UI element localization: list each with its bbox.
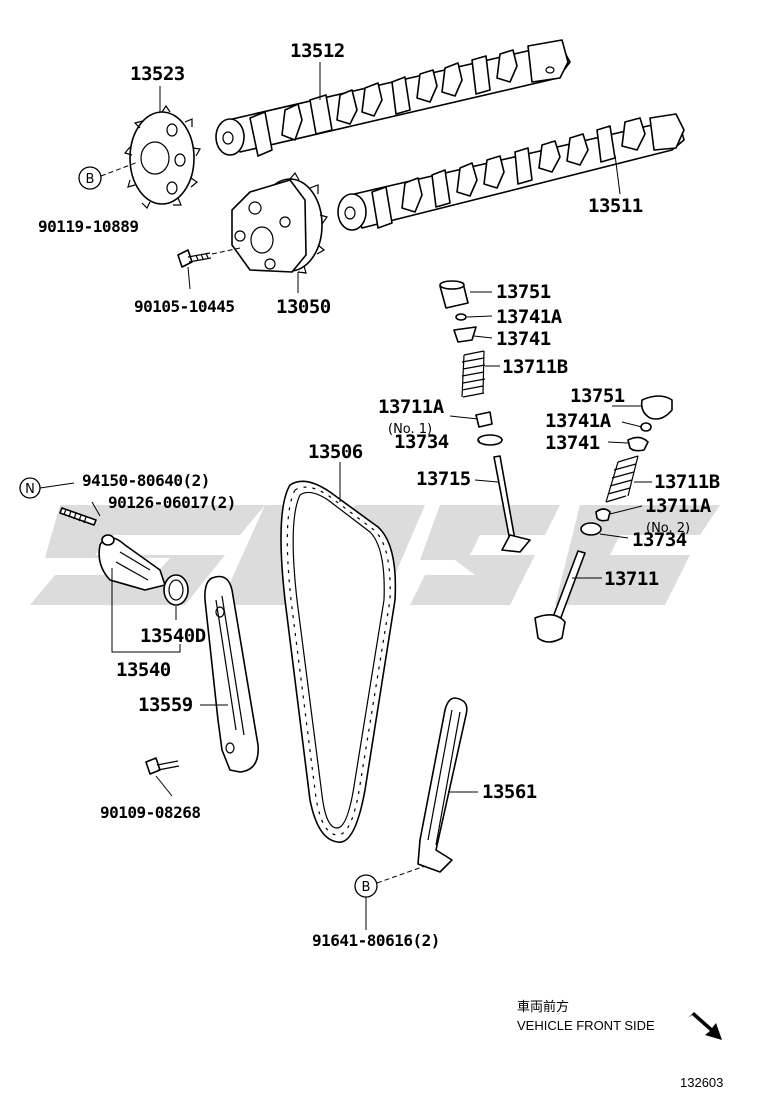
label-90119-10889: 90119-10889: [38, 217, 138, 236]
label-13741-1: 13741: [496, 328, 551, 350]
direction-label-jp: 車両前方: [517, 999, 569, 1014]
label-13540d: 13540D: [140, 625, 206, 647]
ref-circle-n: N: [19, 477, 75, 499]
note-no-2: (No. 2): [646, 521, 690, 536]
valve-group-1: [439, 280, 531, 553]
label-13734-2: 13734: [632, 529, 687, 551]
ref-n-label: N: [25, 482, 35, 497]
label-90105-10445: 90105-10445: [134, 297, 234, 316]
ref-circle-b-bottom: B: [354, 865, 426, 898]
bolt-90109-08268: [145, 757, 180, 775]
ref-circle-b-top: B: [78, 161, 139, 190]
label-13751-2: 13751: [570, 385, 625, 407]
illustration-number: 132603: [680, 1075, 723, 1090]
bolt-90105-10445: [177, 247, 241, 268]
label-90126-06017: 90126-06017(2): [108, 493, 236, 512]
label-13711a-1: 13711A: [378, 396, 445, 418]
label-94150-80640: 94150-80640(2): [82, 471, 210, 490]
label-13741a-2: 13741A: [545, 410, 612, 432]
label-13559: 13559: [138, 694, 193, 716]
ref-b-label-2: B: [362, 880, 371, 895]
label-13711b-1: 13711B: [502, 356, 568, 378]
label-13540: 13540: [116, 659, 171, 681]
label-13741a-1: 13741A: [496, 306, 563, 328]
label-13050: 13050: [276, 296, 331, 318]
timing-chain-13506: [280, 480, 397, 843]
camshaft-13511: [337, 113, 685, 231]
vehicle-front-indicator: 車両前方 VEHICLE FRONT SIDE: [517, 999, 722, 1040]
label-91641-80616: 91641-80616(2): [312, 931, 440, 950]
direction-label-en: VEHICLE FRONT SIDE: [517, 1018, 655, 1033]
label-13711a-2: 13711A: [645, 495, 712, 517]
tensioner-13540: [59, 507, 189, 606]
label-13506: 13506: [308, 441, 363, 463]
valve-group-2: [534, 395, 673, 643]
note-no-1: (No. 1): [388, 422, 432, 437]
chain-guide-13561: [417, 697, 468, 873]
part-labels: 13523 13512 13511 90119-10889 90105-1044…: [38, 40, 720, 950]
label-90109-08268: 90109-08268: [100, 803, 200, 822]
label-13711: 13711: [604, 568, 659, 590]
label-13734-1: 13734: [394, 431, 449, 453]
label-13561: 13561: [482, 781, 537, 803]
direction-arrow-icon: [688, 1012, 722, 1040]
label-13751-1: 13751: [496, 281, 551, 303]
vvt-gear-13050: [231, 171, 328, 274]
label-13511: 13511: [588, 195, 643, 217]
label-13715: 13715: [416, 468, 471, 490]
sprocket-13523: [123, 104, 201, 210]
chain-guide-13559: [204, 575, 259, 773]
label-13711b-2: 13711B: [654, 471, 720, 493]
label-13512: 13512: [290, 40, 345, 62]
camshaft-13512: [215, 39, 571, 157]
ref-b-label: B: [86, 172, 95, 187]
leader-lines: [91, 62, 652, 930]
label-13523: 13523: [130, 63, 185, 85]
label-13741-2: 13741: [545, 432, 600, 454]
